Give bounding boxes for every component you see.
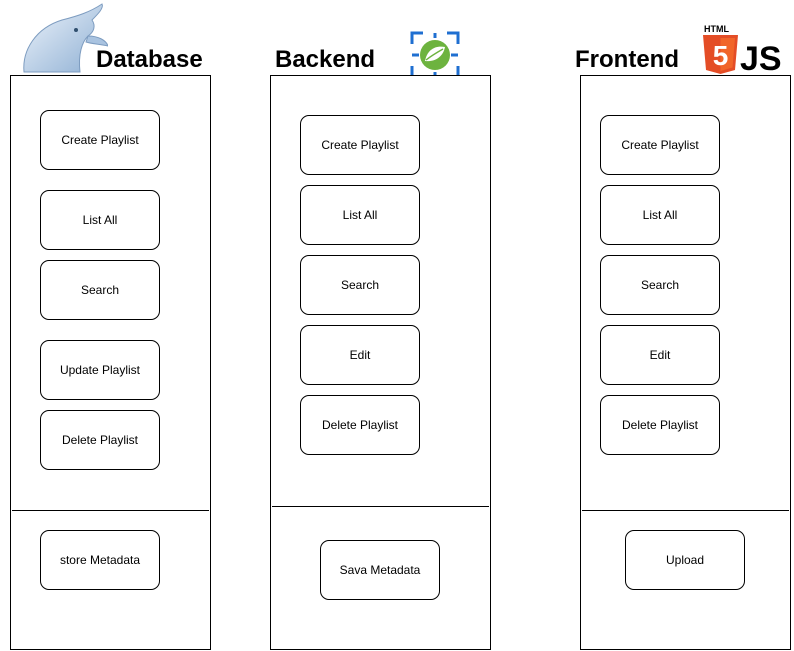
html5-number: 5 <box>713 40 729 71</box>
frontend-title: Frontend <box>575 46 679 73</box>
database-create-playlist[interactable]: Create Playlist <box>40 110 160 170</box>
frontend-search[interactable]: Search <box>600 255 720 315</box>
frontend-delete-playlist[interactable]: Delete Playlist <box>600 395 720 455</box>
frontend-upload[interactable]: Upload <box>625 530 745 590</box>
database-update-playlist[interactable]: Update Playlist <box>40 340 160 400</box>
frontend-divider <box>582 510 789 511</box>
html5-js-logo-icon: HTML 5 JS <box>701 24 785 78</box>
frontend-list-all[interactable]: List All <box>600 185 720 245</box>
backend-divider <box>272 506 489 507</box>
backend-save-metadata[interactable]: Sava Metadata <box>320 540 440 600</box>
backend-delete-playlist[interactable]: Delete Playlist <box>300 395 420 455</box>
database-logo-icon <box>18 2 109 74</box>
backend-search[interactable]: Search <box>300 255 420 315</box>
database-search[interactable]: Search <box>40 260 160 320</box>
js-label: JS <box>740 40 782 76</box>
backend-title: Backend <box>275 46 376 73</box>
frontend-create-playlist[interactable]: Create Playlist <box>600 115 720 175</box>
backend-list-all[interactable]: List All <box>300 185 420 245</box>
database-list-all[interactable]: List All <box>40 190 160 250</box>
database-title: Database <box>96 46 203 73</box>
database-delete-playlist[interactable]: Delete Playlist <box>40 410 160 470</box>
frontend-edit[interactable]: Edit <box>600 325 720 385</box>
spring-logo-icon <box>409 30 461 80</box>
database-store-metadata[interactable]: store Metadata <box>40 530 160 590</box>
backend-create-playlist[interactable]: Create Playlist <box>300 115 420 175</box>
html-label: HTML <box>704 24 729 34</box>
database-divider <box>12 510 209 511</box>
backend-edit[interactable]: Edit <box>300 325 420 385</box>
